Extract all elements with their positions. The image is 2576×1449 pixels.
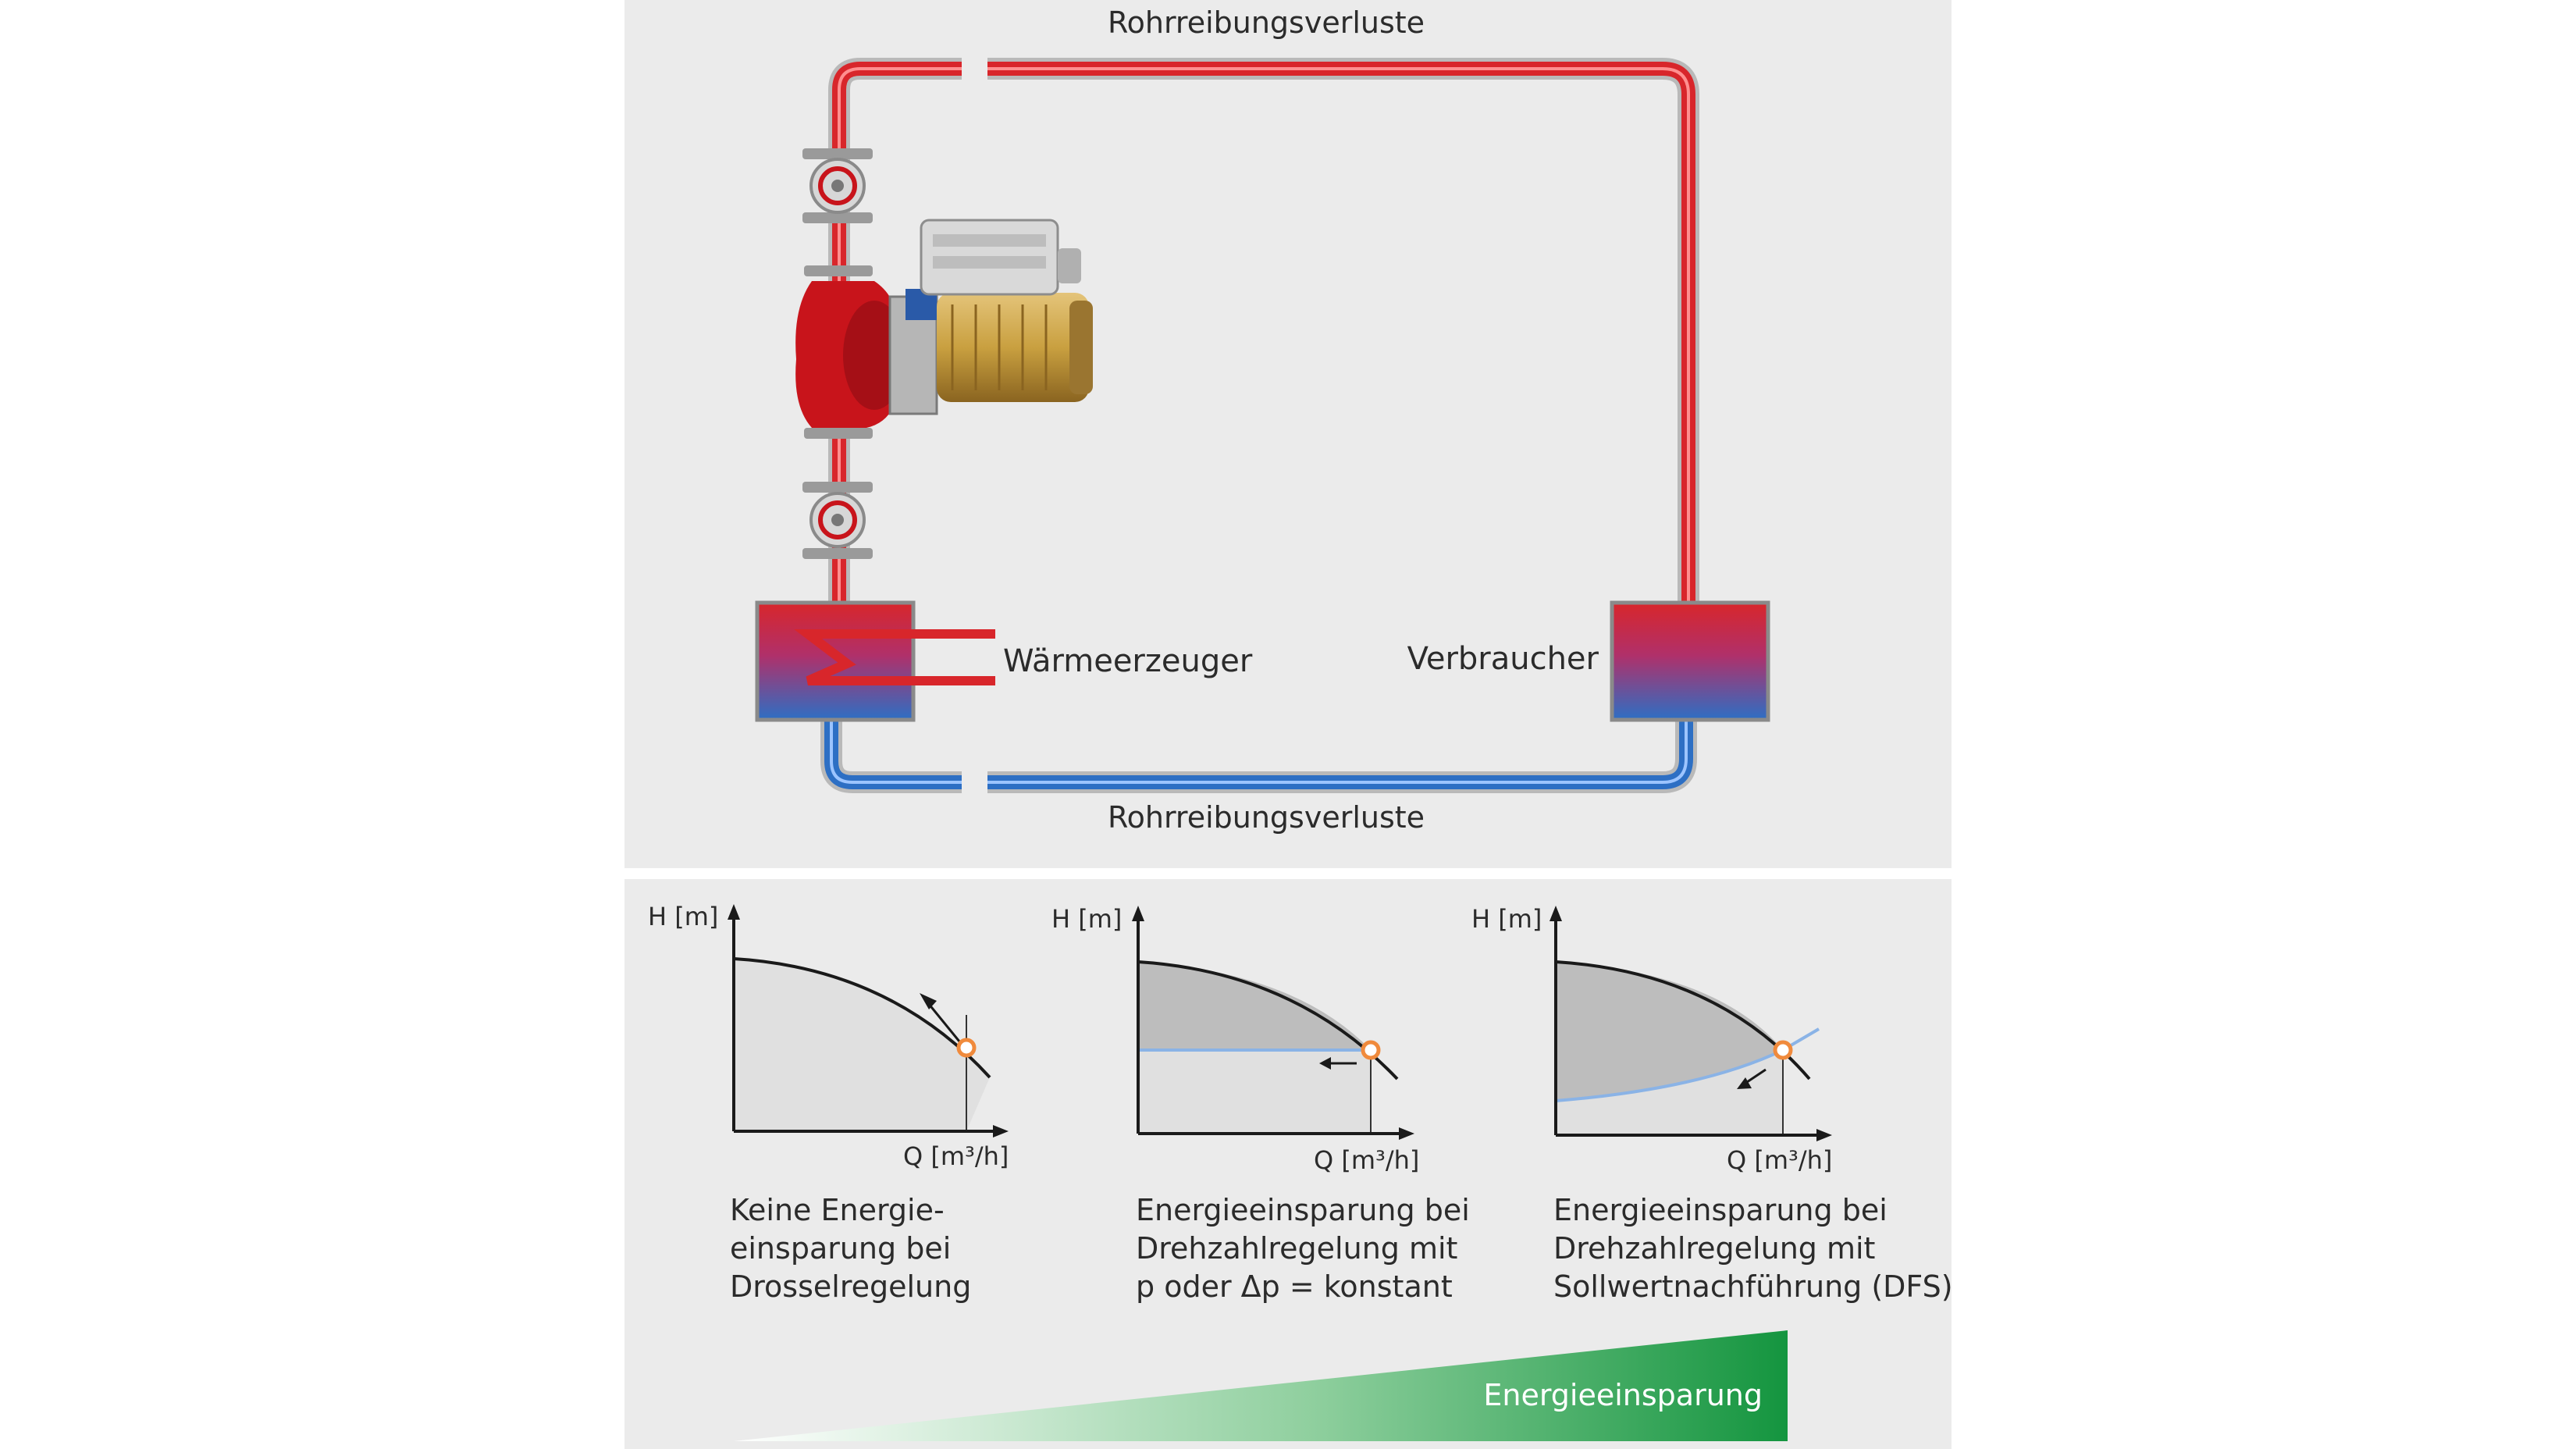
chart-throttle-control: H [m] Q [m³/h] Keine Energie- einsparung…: [648, 902, 1009, 1304]
caption-line-1: Energieeinsparung bei: [1136, 1193, 1470, 1227]
chart-setpoint-tracking-control: H [m] Q [m³/h] Energieeinsparung bei Dre…: [1471, 904, 1953, 1304]
operating-point: [1773, 1040, 1793, 1060]
caption-line-2: Drehzahlregelung mit: [1553, 1231, 1875, 1266]
y-axis-label: H [m]: [1051, 904, 1122, 934]
bottom-pipe-loss-label: Rohrreibungsverluste: [1108, 800, 1425, 835]
caption-line-1: Keine Energie-: [730, 1193, 945, 1227]
caption-line-3: p oder Δp = konstant: [1136, 1269, 1453, 1304]
consumer-label: Verbraucher: [1407, 641, 1599, 677]
heat-generator-label: Wärmeerzeuger: [1003, 643, 1253, 679]
x-axis-label: Q [m³/h]: [1314, 1145, 1419, 1175]
cold-pipe: [820, 718, 1697, 793]
caption-line-1: Energieeinsparung bei: [1553, 1193, 1888, 1227]
x-axis-label: Q [m³/h]: [903, 1141, 1009, 1171]
y-axis-label: H [m]: [648, 902, 718, 931]
savings-area: [1556, 962, 1783, 1101]
x-axis-label: Q [m³/h]: [1727, 1145, 1832, 1175]
lower-valve-icon: [802, 482, 873, 559]
burner-coil-icon: [794, 629, 995, 685]
operating-point: [1361, 1040, 1381, 1060]
chart-constant-pressure-control: H [m] Q [m³/h] Energieeinsparung bei Dre…: [1051, 904, 1470, 1304]
consumer: [1610, 600, 1770, 722]
control-curve: [1555, 1027, 1820, 1102]
heat-generator: [755, 600, 995, 722]
caption-line-2: Drehzahlregelung mit: [1136, 1231, 1457, 1266]
energy-savings-wedge: Energieeinsparung: [734, 1330, 1788, 1441]
circulation-pump-icon: [795, 219, 1093, 439]
upper-valve-icon: [802, 148, 873, 223]
caption-line-2: einsparung bei: [730, 1231, 951, 1266]
y-axis-label: H [m]: [1471, 904, 1542, 934]
caption-line-3: Sollwertnachführung (DFS): [1553, 1269, 1953, 1304]
top-pipe-loss-label: Rohrreibungsverluste: [1108, 5, 1425, 40]
energy-savings-label: Energieeinsparung: [1483, 1378, 1763, 1412]
caption-line-3: Drosselregelung: [730, 1269, 971, 1304]
savings-area: [1138, 962, 1371, 1050]
operating-point: [956, 1038, 977, 1058]
hot-pipe: [828, 58, 1699, 613]
